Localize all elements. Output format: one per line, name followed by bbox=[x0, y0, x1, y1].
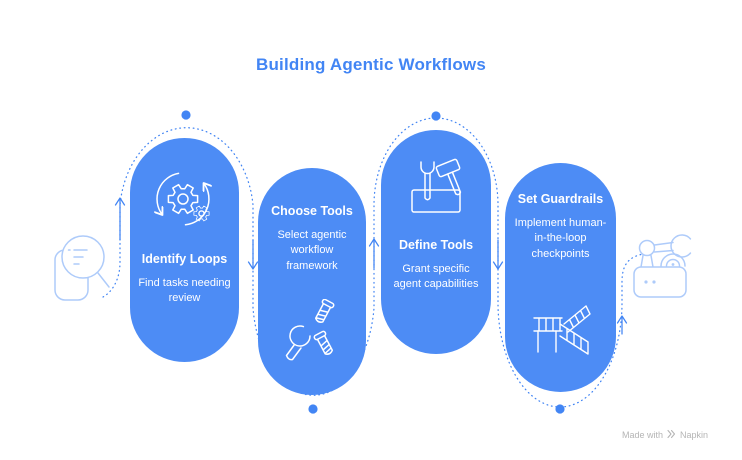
step-description: Find tasks needing review bbox=[138, 277, 231, 305]
step-capsule-choose-tools: Choose Tools Select agentic workflow fra… bbox=[258, 168, 366, 395]
credit-made-with: Made with bbox=[621, 430, 663, 440]
flow-dot bbox=[555, 404, 565, 414]
person-magnifier-icon bbox=[52, 226, 112, 311]
napkin-credit: Made with Napkin bbox=[622, 429, 708, 441]
credit-brand: Napkin bbox=[679, 430, 708, 440]
step-description: Select agentic workflow framework bbox=[277, 229, 347, 272]
step-label: Identify Loops bbox=[141, 252, 228, 266]
step-label: Set Guardrails bbox=[517, 192, 604, 206]
arrow-up-icon bbox=[114, 197, 126, 241]
step-label: Choose Tools bbox=[271, 204, 353, 218]
loops-gears-icon bbox=[152, 166, 218, 232]
flow-dot bbox=[308, 404, 318, 414]
arrow-up-icon bbox=[616, 315, 628, 335]
toolbox-icon bbox=[401, 154, 471, 218]
wrench-screws-icon bbox=[280, 299, 344, 363]
step-description: Grant specific agent capabilities bbox=[393, 263, 479, 291]
step-description: Implement human-in-the-loop checkpoints bbox=[514, 217, 607, 260]
arrow-down-icon bbox=[492, 239, 504, 270]
robot-arm-icon bbox=[632, 233, 714, 308]
arrow-up-icon bbox=[368, 238, 380, 269]
step-capsule-define-tools: Define Tools Grant specific agent capabi… bbox=[381, 130, 491, 354]
napkin-logo-icon bbox=[667, 429, 676, 441]
guardrail-icon bbox=[526, 298, 596, 360]
step-capsule-set-guardrails: Set Guardrails Implement human-in-the-lo… bbox=[505, 163, 616, 392]
page-title: Building Agentic Workflows bbox=[256, 55, 486, 74]
arrow-down-icon bbox=[247, 239, 259, 270]
step-label: Define Tools bbox=[398, 238, 474, 252]
flow-dot bbox=[431, 111, 441, 121]
flow-dot bbox=[181, 110, 191, 120]
step-capsule-identify-loops: Identify Loops Find tasks needing review bbox=[130, 138, 239, 362]
